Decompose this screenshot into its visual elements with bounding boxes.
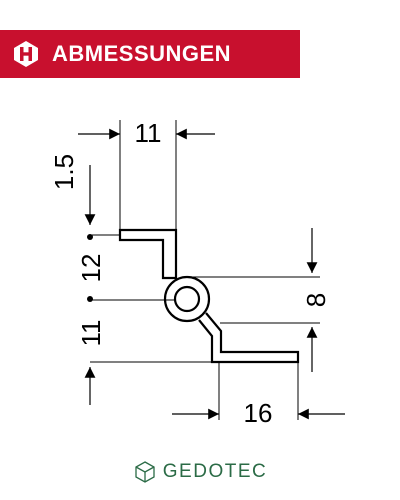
dim-ring-offset: 8 xyxy=(301,293,331,307)
banner-title: ABMESSUNGEN xyxy=(52,41,232,66)
dim-bottom-width: 16 xyxy=(244,398,273,428)
gedotec-cube-logo-icon xyxy=(133,460,157,484)
extension-lines xyxy=(90,120,320,420)
header-banner: ABMESSUNGEN xyxy=(0,30,300,78)
dimension-drawing: 11 1.5 12 11 8 16 xyxy=(49,118,345,428)
hexagon-h-icon xyxy=(12,40,40,68)
dim-top-width: 11 xyxy=(135,118,162,148)
dimension-arrows xyxy=(78,128,345,420)
dim-top-offset: 1.5 xyxy=(49,154,79,190)
footer-brand-name: GEDOTEC xyxy=(162,461,268,482)
hinge-profile xyxy=(118,228,300,364)
footer-brand-area: GEDOTEC xyxy=(0,452,400,492)
dimension-dots xyxy=(87,234,93,302)
dim-bottom-height: 11 xyxy=(76,320,106,347)
dim-middle-height: 12 xyxy=(76,254,106,283)
